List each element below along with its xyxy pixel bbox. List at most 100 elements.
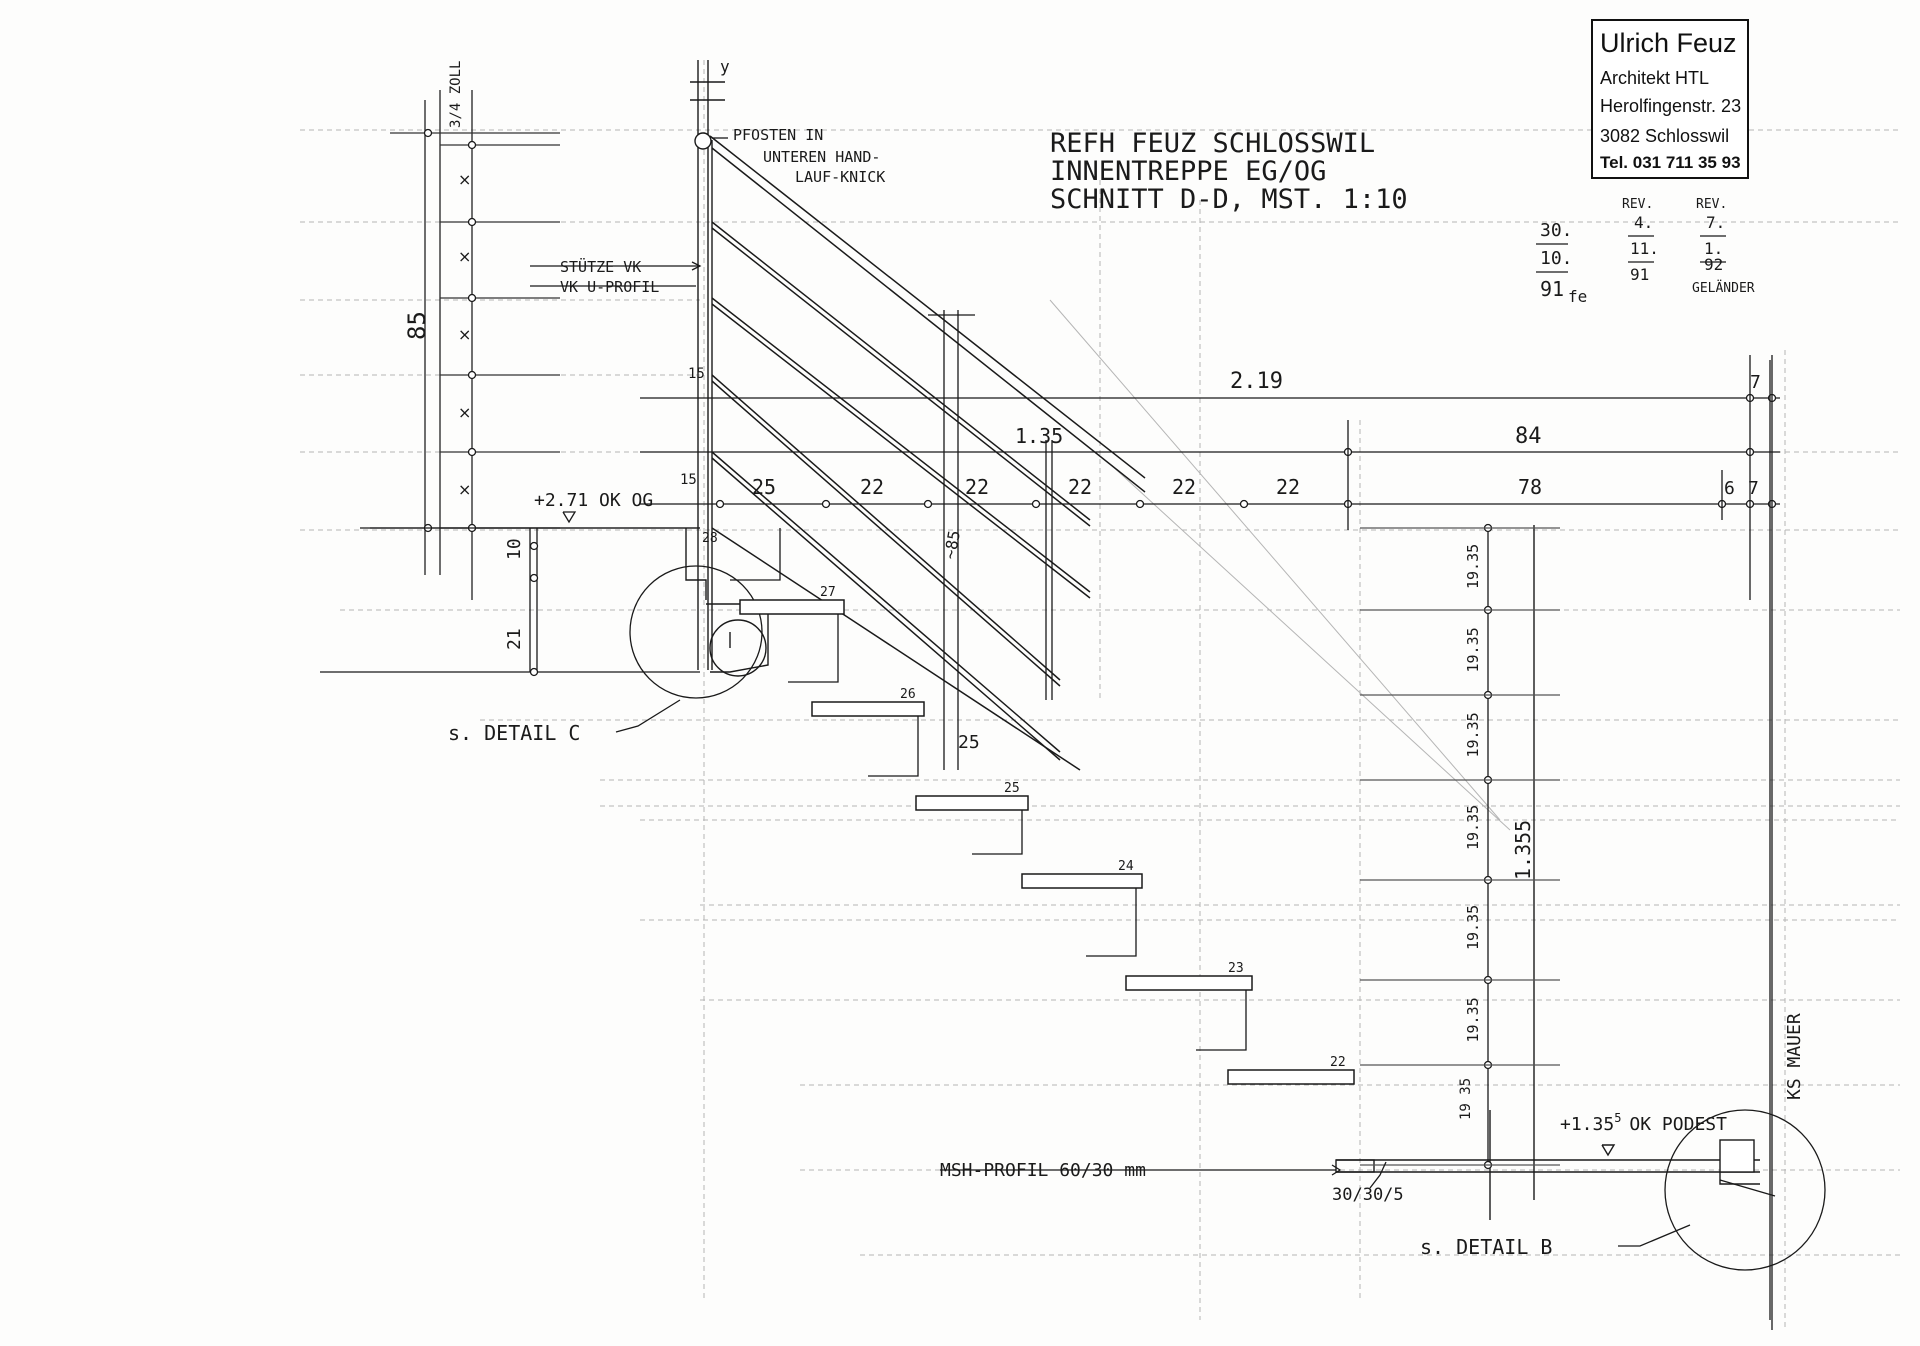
profile-label: MSH-PROFIL 60/30 mm [940, 1160, 1146, 1181]
axis-y-label: y [720, 57, 730, 76]
dim-15-bottom: 15 [680, 472, 697, 488]
dim-85-vertical: 85 [403, 311, 431, 340]
handrail-rails [709, 135, 1146, 771]
dim-22-3: 22 [1068, 475, 1092, 499]
dim-1-355: 1.355 [1511, 820, 1535, 880]
riser-dimension: 19.35 [1464, 997, 1482, 1042]
landing [1335, 525, 1776, 1220]
stair-tread [811, 701, 925, 717]
step-number: 27 [820, 585, 836, 600]
dim-84: 84 [1515, 424, 1542, 449]
svg-text:×: × [458, 325, 471, 344]
title-line-1: REFH FEUZ SCHLOSSWIL [1050, 128, 1375, 159]
dim-7-upper: 7 [1750, 372, 1761, 393]
dim-22-2: 22 [965, 475, 989, 499]
dim-25: 25 [752, 475, 776, 499]
rev2-month: 1. [1704, 239, 1723, 258]
architect-stamp: Ulrich Feuz Architekt HTL Herolfingenstr… [1591, 19, 1749, 179]
leader-lines [530, 137, 1691, 1247]
stair-stringer [730, 528, 781, 581]
dim-15-top: 15 [688, 366, 705, 382]
rev1-year: 91 [1630, 265, 1649, 284]
stamp-name: Ulrich Feuz [1600, 28, 1737, 58]
stair-treads: 28 27 26 25 24 23 22 [702, 528, 1355, 1085]
post-note-2: UNTEREN HAND- [763, 148, 880, 166]
title-block: REFH FEUZ SCHLOSSWIL INNENTREPPE EG/OG S… [1050, 128, 1408, 215]
rev2-year: 92 [1704, 255, 1723, 274]
svg-text:×: × [458, 403, 471, 422]
stair-tread [739, 599, 845, 615]
construction-lines [300, 60, 1900, 1330]
horizontal-dimension-rows [640, 355, 1780, 1330]
stair-stringer [868, 716, 919, 777]
stair-stringer [788, 614, 839, 683]
date-orig-year: 91 [1540, 277, 1564, 301]
stair-stringer [972, 810, 1023, 855]
stamp-title: Architekt HTL [1600, 68, 1709, 88]
step-number: 24 [1118, 859, 1134, 874]
stamp-phone: Tel. 031 711 35 93 [1600, 153, 1741, 172]
riser-dimension: 19.35 [1464, 905, 1482, 950]
stamp-street: Herolfingenstr. 23 [1600, 96, 1741, 116]
handrail-post [690, 60, 725, 670]
dim-25-lower: 25 [958, 732, 980, 753]
step-number: 26 [900, 687, 916, 702]
level-og: +2.71 OK OG [534, 490, 653, 511]
detail-c-circle [629, 565, 763, 699]
dim-2-19: 2.19 [1230, 369, 1283, 394]
riser-dimension: 19.35 [1464, 805, 1482, 850]
detail-c-label: s. DETAIL C [448, 721, 580, 745]
detail-b-circle [1664, 1109, 1826, 1271]
rev1-header: REV. [1622, 197, 1653, 212]
profile-small-label: 30/30/5 [1332, 1185, 1404, 1205]
initials: fe [1568, 287, 1587, 306]
stair-tread [1227, 1069, 1355, 1085]
post-note-1: PFOSTEN IN [733, 126, 823, 144]
step-number: 28 [702, 531, 718, 546]
stair-verticals [928, 310, 1053, 770]
riser-dimension-chain [1360, 523, 1560, 1170]
step-number: 25 [1004, 781, 1020, 796]
rev2-note: GELÄNDER [1692, 280, 1755, 296]
riser-dimension: 19.35 [1464, 544, 1482, 589]
date-orig-month: 10. [1540, 248, 1573, 269]
stair-tread [1125, 975, 1253, 991]
title-line-3: SCHNITT D-D, MST. 1:10 [1050, 184, 1408, 215]
wall-label: KS MAUER [1784, 1013, 1805, 1100]
step-number: 23 [1228, 961, 1244, 976]
revision-block: REV. REV. 30. 10. 91 fe 4. 11. 91 7. 1. … [1536, 197, 1755, 306]
dim-21: 21 [504, 628, 525, 650]
dim-78: 78 [1518, 475, 1542, 499]
rev1-month: 11. [1630, 239, 1659, 258]
step-number: 22 [1330, 1055, 1346, 1070]
svg-text:×: × [458, 480, 471, 499]
left-dimension-chain: × × × × × [370, 90, 700, 600]
zoll-label: 3/4 ZOLL [448, 61, 464, 128]
riser-dim-small: 19 35 [1458, 1078, 1474, 1120]
stair-tread [915, 795, 1029, 811]
rev1-day: 4. [1634, 213, 1653, 232]
dim-1-35: 1.35 [1015, 424, 1063, 448]
dim-10: 10 [504, 538, 525, 560]
dim-22-4: 22 [1172, 475, 1196, 499]
dim-7-lower: 7 [1748, 478, 1759, 499]
svg-text:×: × [458, 170, 471, 189]
stamp-city: 3082 Schlosswil [1600, 126, 1729, 146]
dim-22-1: 22 [860, 475, 884, 499]
riser-dimension: 19.35 [1464, 712, 1482, 757]
rev2-header: REV. [1696, 197, 1727, 212]
dim-6: 6 [1724, 478, 1735, 499]
post-note-3: LAUF-KNICK [795, 168, 885, 186]
detail-b-label: s. DETAIL B [1420, 1235, 1552, 1259]
dim-22-5: 22 [1276, 475, 1300, 499]
support-note-1: STÜTZE VK [560, 257, 641, 276]
svg-text:×: × [458, 247, 471, 266]
stair-stringer [1086, 888, 1137, 957]
stair-stringer [1196, 990, 1247, 1051]
rev2-day: 7. [1706, 213, 1725, 232]
level-markers [320, 511, 700, 677]
dim-diag-85: ~85 [940, 529, 964, 561]
